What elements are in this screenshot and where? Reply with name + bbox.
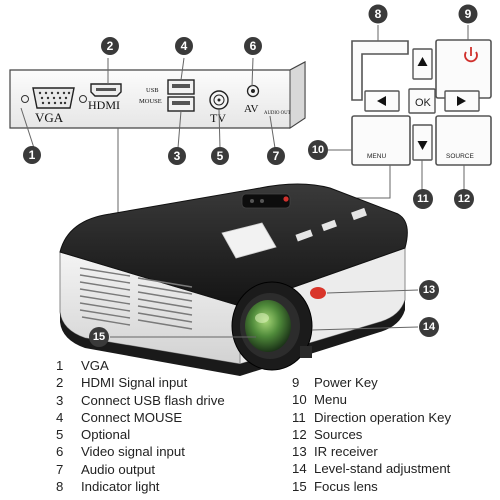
svg-text:10: 10 bbox=[312, 144, 324, 156]
keypad-top-left-key[interactable] bbox=[351, 40, 409, 101]
av-port-label: AV bbox=[244, 103, 259, 115]
menu-key-label: MENU bbox=[367, 153, 386, 160]
hdmi-port-label: HDMI bbox=[88, 98, 120, 112]
callout-badge-4: 4 bbox=[175, 37, 193, 55]
power-key[interactable] bbox=[435, 39, 492, 99]
mouse-port-label: MOUSE bbox=[139, 98, 162, 105]
svg-text:14: 14 bbox=[423, 321, 436, 333]
callout-badge-5: 5 bbox=[211, 147, 229, 165]
svg-text:7: 7 bbox=[273, 149, 280, 163]
callout-badge-6: 6 bbox=[244, 37, 262, 55]
svg-text:9: 9 bbox=[465, 7, 472, 21]
av-port bbox=[246, 84, 260, 98]
svg-text:13: 13 bbox=[423, 284, 435, 296]
svg-text:1: 1 bbox=[29, 148, 36, 162]
ok-key-label: OK bbox=[415, 97, 432, 109]
callout-badge-1: 1 bbox=[23, 146, 41, 164]
hdmi-port bbox=[90, 83, 122, 97]
tv-port bbox=[209, 90, 229, 110]
menu-key[interactable] bbox=[351, 115, 411, 166]
indicator-light-icon bbox=[283, 196, 289, 202]
source-key-label: SOURCE bbox=[446, 153, 474, 160]
ir-receiver bbox=[310, 287, 326, 299]
up-arrow-icon bbox=[417, 57, 428, 66]
svg-text:4: 4 bbox=[181, 39, 188, 53]
callout-badge-15: 15 bbox=[89, 327, 109, 347]
callout-badge-9: 9 bbox=[458, 4, 478, 24]
power-icon bbox=[464, 47, 478, 63]
svg-text:11: 11 bbox=[417, 193, 429, 205]
right-arrow-icon bbox=[457, 96, 466, 106]
callout-badge-12: 12 bbox=[454, 189, 474, 209]
callout-badge-14: 14 bbox=[419, 317, 439, 337]
callout-badge-7: 7 bbox=[267, 147, 285, 165]
callout-badge-3: 3 bbox=[168, 147, 186, 165]
vga-port bbox=[21, 87, 87, 109]
svg-text:6: 6 bbox=[250, 39, 257, 53]
rear-io-panel: VGA HDMI USB MOUSE TV AV bbox=[9, 61, 306, 129]
callout-badge-8: 8 bbox=[368, 4, 388, 24]
level-stand bbox=[300, 346, 312, 358]
svg-text:15: 15 bbox=[93, 331, 105, 343]
mouse-port bbox=[167, 96, 195, 112]
projector-body bbox=[59, 183, 408, 376]
body-leader-lines bbox=[110, 289, 419, 338]
svg-text:8: 8 bbox=[375, 7, 382, 21]
svg-text:5: 5 bbox=[217, 149, 224, 163]
callout-badge-13: 13 bbox=[419, 280, 439, 300]
focus-lens bbox=[245, 300, 291, 352]
audio-out-label: AUDIO OUT bbox=[264, 111, 291, 116]
down-arrow-icon bbox=[417, 141, 428, 150]
tv-port-label: TV bbox=[210, 111, 226, 125]
rear-leader-lines bbox=[20, 57, 276, 222]
vga-port-label: VGA bbox=[35, 110, 64, 125]
ok-key[interactable] bbox=[408, 88, 436, 114]
callout-badge-10: 10 bbox=[308, 140, 328, 160]
control-keypad: MENU SOURCE OK bbox=[351, 39, 492, 166]
callout-badge-11: 11 bbox=[413, 189, 433, 209]
svg-text:3: 3 bbox=[174, 149, 181, 163]
callout-badge-2: 2 bbox=[101, 37, 119, 55]
usb-port bbox=[167, 79, 195, 95]
left-arrow-icon bbox=[377, 96, 386, 106]
svg-text:12: 12 bbox=[458, 193, 470, 205]
usb-port-label: USB bbox=[146, 87, 159, 94]
svg-text:2: 2 bbox=[107, 39, 114, 53]
